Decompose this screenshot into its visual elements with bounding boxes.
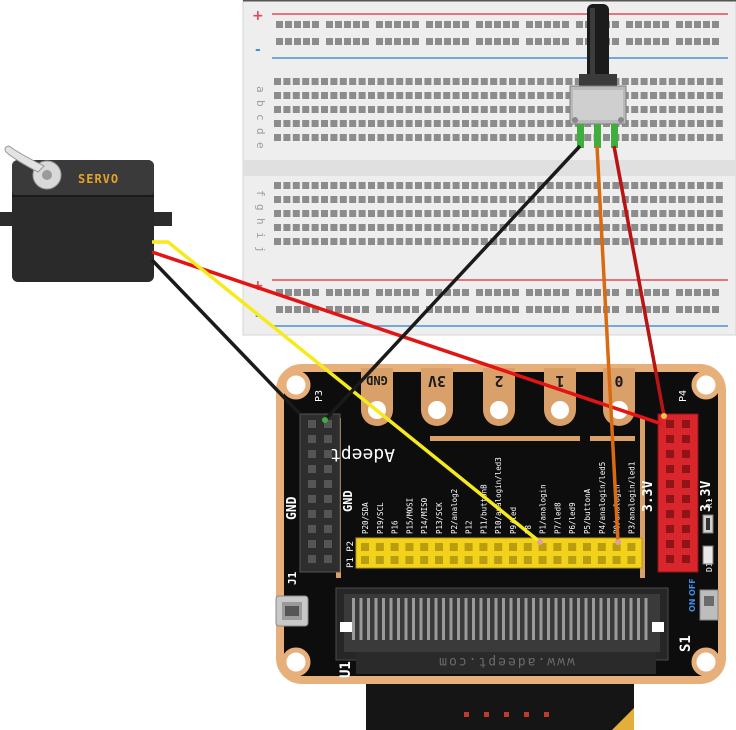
row-label-j: j (254, 246, 267, 253)
pin-label: P2/analog2 (450, 489, 459, 534)
pin-label: P16 (391, 520, 400, 534)
trace-right-vertical (640, 418, 645, 578)
pad-label-3v: 3V (428, 372, 446, 390)
label-3v3-2: 3.3V (699, 481, 714, 512)
servo-horn-arm (4, 145, 45, 173)
potentiometer-pin-middle (594, 124, 601, 148)
brand-label: Adeept (330, 444, 395, 465)
header-left-gnd (299, 413, 341, 573)
led-d1 (702, 545, 714, 565)
header-yellow (355, 537, 643, 569)
row-label-h: h (254, 218, 267, 225)
servo-motor: SERVO (0, 145, 172, 282)
label-s1: S1 (678, 635, 694, 652)
label-gnd-left-2: GND (341, 490, 355, 512)
pin-label: P10/analogin/led3 (494, 457, 503, 534)
website-label: www.adeept.com (437, 654, 575, 669)
pin-label: P4/analogin/led5 (598, 462, 607, 534)
wire-servo-yellow (152, 240, 542, 544)
power-switch: ON OFF (688, 578, 719, 621)
wire-pot-red (612, 145, 666, 417)
pin-label: P3/analogin/led1 (627, 462, 636, 534)
mount-hole-bottom-right (691, 647, 721, 677)
pin-label: P5/buttonA (583, 488, 592, 534)
header-right-3v3 (657, 413, 699, 573)
potentiometer-pin-left (577, 124, 584, 148)
label-p4: P4 (678, 390, 689, 402)
pad-hole-3v (428, 401, 446, 419)
wire-servo-black (150, 258, 302, 416)
label-gnd-left-1: GND (285, 496, 300, 520)
rail-plus-top-left: + (252, 8, 264, 24)
label-p1p2: P1 P2 (346, 541, 356, 568)
pin-label: P8 (524, 524, 533, 534)
mount-hole-top-right (691, 370, 721, 400)
pad-hole-2 (490, 401, 508, 419)
mount-hole-bottom-left (281, 647, 311, 677)
pad-label-0: 0 (614, 372, 623, 390)
pin-label: P12 (465, 520, 474, 534)
pin-label: P20/SDA (361, 502, 370, 534)
breadboard: + - + - a b c d e f g h i j (242, 0, 736, 336)
pin-label: P7/led8 (553, 502, 562, 534)
pin-label: P19/SCL (376, 502, 385, 534)
switch-on-label: ON (688, 599, 697, 613)
pin-label: P13/SCK (435, 502, 444, 534)
wire-pot-black (323, 144, 582, 422)
edge-connector: www.adeept.com (335, 587, 669, 674)
wires (150, 144, 667, 545)
pin-label: P6/led9 (568, 502, 577, 534)
row-label-i: i (254, 232, 267, 239)
switch-off-label: OFF (688, 578, 697, 596)
row-label-e: e (254, 142, 267, 149)
breadboard-holes (274, 21, 723, 313)
pin-label: P11/buttonB (479, 484, 488, 534)
pin-label: P1/analogin (539, 484, 548, 534)
row-label-a: a (254, 86, 267, 93)
row-label-b: b (254, 100, 267, 107)
pad-label-gnd: GND (366, 373, 388, 387)
label-j1: J1 (286, 571, 299, 585)
pad-label-2: 2 (494, 372, 503, 390)
servo-label: SERVO (78, 172, 119, 186)
label-u1: U1 (338, 661, 354, 678)
trace-horizontal (430, 436, 580, 441)
label-r1: R1 (705, 498, 714, 508)
label-p3: P3 (314, 390, 325, 402)
pin-label: P14/MISO (420, 497, 429, 534)
potentiometer-pin-right (611, 124, 618, 148)
label-d1: D1 (705, 562, 714, 572)
row-label-d: d (254, 128, 267, 135)
mount-hole-top-left (281, 370, 311, 400)
breadboard-center-channel (243, 160, 736, 176)
potentiometer-collar (579, 74, 617, 88)
pad-label-1: 1 (555, 372, 564, 390)
pad-hole-1 (551, 401, 569, 419)
pin-label: P15/MOSI (405, 498, 414, 534)
micro-usb-port (275, 595, 309, 627)
row-label-g: g (254, 204, 267, 211)
rail-minus-top-left: - (255, 42, 261, 58)
row-label-c: c (254, 114, 267, 121)
label-3v3-1: 3.3V (641, 481, 656, 512)
row-label-f: f (254, 190, 267, 197)
potentiometer (569, 4, 627, 148)
wire-pot-orange (595, 145, 620, 543)
wire-servo-red (151, 250, 663, 426)
